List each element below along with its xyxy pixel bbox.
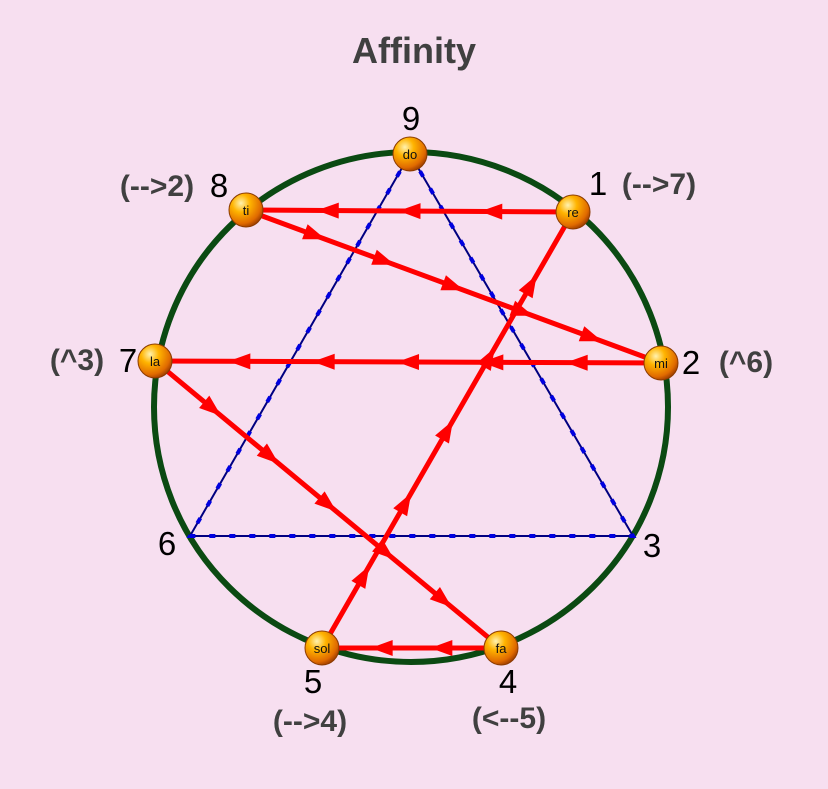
arrowhead-fa-sol [430, 640, 453, 656]
node-ti-ball [228, 192, 264, 228]
number-8: 8 [210, 167, 228, 204]
node-mi-ball [643, 345, 679, 381]
node-mi-label: mi [654, 356, 668, 371]
arrowhead-la-fa [256, 443, 279, 464]
enneagram-circle [151, 149, 671, 665]
arrowhead-mi-la [565, 354, 588, 371]
arrowhead-re-ti [398, 203, 421, 220]
node-sol-label: sol [314, 641, 331, 656]
arrowhead-la-fa [372, 539, 395, 560]
star-path [152, 202, 664, 656]
arrowhead-mi-la [481, 354, 504, 371]
node-fa-ball [483, 630, 519, 666]
arrowhead-re-ti [480, 203, 503, 220]
node-do-ball [392, 136, 428, 172]
arrowhead-la-fa [199, 395, 222, 416]
arrowhead-ti-mi [578, 326, 603, 342]
arrowhead-ti-mi [302, 224, 326, 240]
number-1: 1 [589, 165, 607, 202]
number-5: 5 [304, 663, 322, 700]
arrowhead-la-fa [429, 586, 452, 608]
number-7: 7 [119, 342, 137, 379]
node-sol-ball [304, 630, 340, 666]
node-la-label: la [150, 354, 161, 369]
triangle-dash-overlay [186, 150, 637, 538]
annotation-8: (-->2) [120, 170, 194, 203]
annotation-5: (-->4) [273, 705, 347, 738]
arrowhead-fa-sol [370, 640, 393, 656]
number-3: 3 [643, 527, 661, 564]
triangle-9-3-6 [186, 150, 637, 538]
number-4: 4 [499, 663, 517, 700]
arrowhead-sol-re [393, 493, 412, 517]
arrowhead-mi-la [397, 354, 420, 371]
node-sol: sol [304, 630, 340, 666]
node-la: la [137, 343, 173, 379]
node-re-ball [555, 194, 591, 230]
arrowhead-sol-re [518, 275, 537, 299]
node-ti: ti [228, 192, 264, 228]
node-re: re [555, 194, 591, 230]
arrowhead-re-ti [316, 202, 339, 219]
arrowhead-mi-la [228, 353, 251, 370]
node-fa-label: fa [496, 641, 508, 656]
node-do: do [392, 136, 428, 172]
arrowhead-ti-mi [440, 275, 464, 291]
arrowhead-la-fa [314, 491, 337, 512]
annotation-7: (^3) [50, 344, 104, 377]
arrowhead-ti-mi [371, 249, 395, 265]
number-2: 2 [682, 344, 700, 381]
node-fa: fa [483, 630, 519, 666]
node-ti-label: ti [243, 203, 250, 218]
arrowhead-sol-re [435, 420, 453, 444]
node-re-label: re [567, 205, 579, 220]
arrowhead-sol-re [351, 565, 370, 589]
number-6: 6 [158, 525, 176, 562]
annotation-1: (-->7) [622, 168, 696, 201]
annotation-2: (^6) [719, 346, 773, 379]
annotation-4: (<--5) [472, 702, 546, 735]
node-mi: mi [643, 345, 679, 381]
number-9: 9 [402, 100, 420, 137]
arrowhead-mi-la [312, 353, 335, 370]
node-do-label: do [403, 147, 417, 162]
node-la-ball [137, 343, 173, 379]
diagram-title: Affinity [352, 30, 476, 71]
arrowhead-sol-re [476, 347, 495, 371]
note-nodes: do re mi fa sol la ti [137, 136, 679, 666]
